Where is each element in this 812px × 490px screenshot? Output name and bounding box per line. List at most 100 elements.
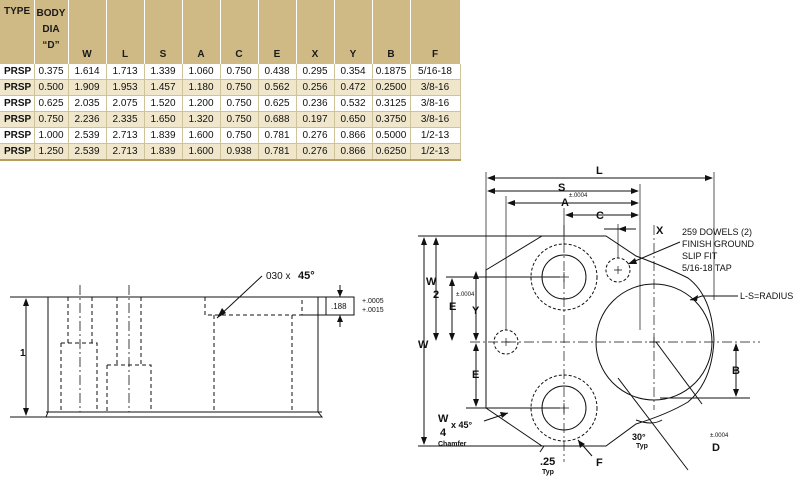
cell-a: 1.200 [182,95,221,112]
header-s: S [144,0,183,64]
cell-b: 0.6250 [372,143,411,161]
angle-arc [635,419,663,424]
cell-body-dia: 0.375 [34,64,69,80]
dowel-note-line: 5/16-18 TAP [682,263,732,273]
cell-l: 1.953 [106,79,145,96]
corner-leader [539,445,545,453]
table-row: PRSP 1.250 2.539 2.713 1.839 1.600 0.938… [0,143,461,161]
cell-y: 0.866 [334,143,373,161]
chamfer-leader [216,275,263,319]
label-S: S [558,182,565,194]
label-S-tol: ±.0004 [569,193,588,199]
label-D: D [712,442,720,454]
cell-x: 0.256 [296,79,335,96]
cell-s: 1.650 [144,111,183,128]
cell-a: 1.060 [182,64,221,80]
dim-E-upper-arrow-bottom [449,333,455,341]
header-a: A [182,0,221,64]
cell-y: 0.650 [334,111,373,128]
angle-typ: Typ [636,443,648,450]
hidden-bore-mid [106,364,152,412]
cell-y: 0.866 [334,127,373,144]
chamfer-den: 4 [440,427,447,439]
cell-f: 3/8-16 [410,79,461,96]
dim-A-arrow-right [631,200,639,206]
cell-type: PRSP [0,79,35,96]
cell-b: 0.5000 [372,127,411,144]
cell-w: 2.539 [68,143,107,161]
label-A: A [561,197,569,209]
cell-type: PRSP [0,111,35,128]
dim-E-lower-arrow-top [473,343,479,351]
chamfer-arrowhead [217,308,226,318]
cell-type: PRSP [0,127,35,144]
cell-e: 0.688 [258,111,297,128]
label-F: F [596,457,603,469]
depth-tol-plus: +.0005 [362,298,384,305]
header-body-dia: BODY DIA “D” [34,0,69,64]
depth-value: .188 [331,302,347,311]
hidden-pocket [204,297,303,316]
radius-arrowhead [690,295,698,301]
cell-c: 0.750 [220,64,259,80]
header-l: L [106,0,145,64]
cell-type: PRSP [0,95,35,112]
dim-X-arrow [618,226,626,232]
chamfer-angle-plan: x 45° [451,420,473,430]
dim-Y-arrow-top [473,271,479,279]
cell-w: 2.035 [68,95,107,112]
chamfer-word: Chamfer [438,441,467,448]
cell-s: 1.457 [144,79,183,96]
dim-S-arrow-left [487,188,495,194]
cell-c: 0.750 [220,79,259,96]
cell-b: 0.3750 [372,111,411,128]
header-y: Y [334,0,373,64]
depth-arrow-bottom [337,315,343,322]
cell-l: 2.075 [106,95,145,112]
center-mark-dowel-top [614,266,622,274]
dim-Y-arrow-bottom [473,333,479,341]
hidden-pocket-inner [213,315,293,412]
cell-x: 0.295 [296,64,335,80]
cell-f: 1/2-13 [410,127,461,144]
cell-body-dia: 0.500 [34,79,69,96]
cell-y: 0.472 [334,79,373,96]
chamfer-angle: 45° [298,270,315,282]
dim-W2-arrow-bottom [433,333,439,341]
chamfer-num: W [438,413,449,425]
dim-E-lower-arrow-bottom [473,399,479,407]
cell-e: 0.562 [258,79,297,96]
cell-f: 5/16-18 [410,64,461,80]
depth-value-box [325,296,355,316]
cell-body-dia: 0.625 [34,95,69,112]
corner-value: .25 [540,456,555,468]
cell-c: 0.750 [220,95,259,112]
label-E-tol: ±.0004 [456,292,475,298]
header-body-dia-line: BODY [36,8,66,19]
dim-D-leader [617,377,689,471]
label-C: C [596,210,604,222]
label-X: X [656,225,664,237]
cell-l: 2.713 [106,127,145,144]
cell-x: 0.276 [296,127,335,144]
cell-w: 2.539 [68,127,107,144]
plate-outline [485,235,715,447]
cell-s: 1.339 [144,64,183,80]
chamfer-note: 030 x [266,271,290,282]
header-body-dia-line: “D” [42,40,60,51]
label-E-upper: E [449,301,456,313]
header-b: B [372,0,411,64]
header-w: W [68,0,107,64]
cell-f: 1/2-13 [410,143,461,161]
cell-a: 1.600 [182,143,221,161]
cell-f: 3/8-16 [410,111,461,128]
cell-body-dia: 1.000 [34,127,69,144]
angle-ref-line [655,341,703,405]
cell-c: 0.750 [220,111,259,128]
cell-e: 0.438 [258,64,297,80]
label-E-lower: E [472,369,479,381]
depth-tol-minus: +.0015 [362,307,384,314]
dowel-note-line: 259 DOWELS (2) [682,227,752,237]
label-W: W [418,339,429,351]
